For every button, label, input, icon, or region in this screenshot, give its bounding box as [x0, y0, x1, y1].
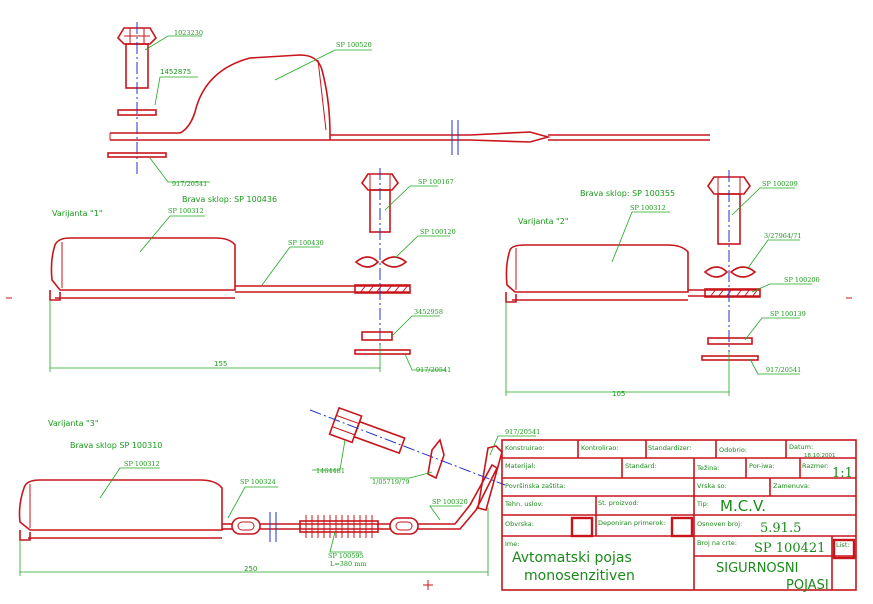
part-label-1452875: 1452875 [160, 68, 191, 76]
tb-osnoven-broj-label: Osnoven broj: [697, 520, 742, 528]
tb-odobrio-label: Odobrio: [719, 446, 747, 454]
part-label-sp100120: SP 100120 [420, 228, 456, 236]
tb-ime-line1: Avtomatski pojas [512, 550, 632, 566]
varijanta-3-heading: Varijanta "3" [48, 419, 99, 428]
tb-st-proizvod-label: St. proizvod: [598, 499, 639, 507]
part-label-917-20541-v1: 917/20541 [416, 366, 451, 374]
varijanta-1-heading: Varijanta "1" [52, 209, 103, 218]
part-label-1023230: 1023230 [174, 29, 203, 37]
dimension-250: 250 [244, 565, 257, 573]
top-assembly: 1023230 1452875 SP 100520 917/20541 [107, 22, 710, 188]
tb-standardizer-label: Standardizer: [648, 444, 692, 452]
part-label-917-20541-top: 917/20541 [172, 180, 207, 188]
part-label-917-20541-v3: 917/20541 [505, 428, 540, 436]
part-label-sp100139: SP 100139 [770, 310, 806, 318]
part-label-sp100312-a: SP 100312 [168, 207, 204, 215]
dimension-155: 155 [214, 360, 227, 368]
part-label-sp100520: SP 100520 [336, 41, 372, 49]
tb-standard-label: Standard: [625, 462, 657, 470]
tb-zamenuva-label: Zamenuva: [773, 482, 810, 490]
variant-1-assembly: Brava sklop: SP 100436 Varijanta "1" 155 [49, 168, 456, 374]
tb-por-iwa-label: Por-iwa: [749, 462, 775, 470]
part-label-1464481: 1464481 [316, 467, 345, 475]
tb-ime-line2: monosenzitiven [524, 568, 635, 584]
tb-tip-label: Tip: [696, 500, 709, 508]
part-label-3-27964-71: 3/27964/71 [764, 232, 801, 240]
part-label-length: L=380 mm [330, 560, 367, 568]
tb-vrska-so-label: Vrska so: [697, 482, 727, 490]
tb-razmer-value: 1:1 [832, 466, 853, 481]
tb-konstruirao-label: Konstruirao: [505, 444, 544, 452]
title-block: Konstruirao: Kontrolirao: Standardizer: … [501, 439, 857, 593]
part-label-1-05719-79: 1/05719/79 [372, 478, 409, 486]
tb-ime-label: Ime: [505, 540, 519, 548]
part-label-sp100167: SP 100167 [418, 178, 454, 186]
varijanta-2-heading: Varijanta "2" [518, 217, 569, 226]
part-label-sp100320: SP 100320 [432, 498, 468, 506]
tb-kontrolirao-label: Kontrolirao: [581, 444, 619, 452]
part-label-sp100312-b: SP 100312 [630, 204, 666, 212]
tb-razmer-label: Razmer: [802, 462, 829, 470]
tb-osnoven-broj-value: 5.91.5 [760, 521, 801, 536]
tb-datum-value: 18.10.2001 [804, 453, 836, 459]
variant-3-assembly: Varijanta "3" Brava sklop SP 100310 [18, 406, 540, 576]
brava-1-heading: Brava sklop: SP 100436 [182, 195, 277, 204]
tb-tehn-uslov-label: Tehn. uslov: [504, 500, 543, 508]
brava-3-heading: Brava sklop SP 100310 [70, 441, 162, 450]
tb-povrsinska-label: Površinska zaštita: [505, 482, 565, 490]
part-label-sp100430: SP 100430 [288, 239, 324, 247]
tb-datum-label: Datum: [789, 443, 813, 451]
part-label-sp100312-c: SP 100312 [124, 460, 160, 468]
brava-2-heading: Brava sklop: SP 100355 [580, 189, 675, 198]
part-label-sp100595: SP 100595 [328, 552, 364, 560]
tb-broj-value: SP 100421 [754, 541, 825, 556]
dimension-105: 105 [612, 390, 625, 398]
tb-tip-value: M.C.V. [720, 497, 766, 515]
tb-broj-na-crte-label: Broj na crte: [697, 539, 737, 547]
tb-deponiran-label: Deponiran primerok: [598, 519, 665, 527]
tb-list-label: List: [836, 541, 850, 549]
tb-materijal-label: Materijal: [505, 462, 535, 470]
part-label-sp100200: SP 100200 [784, 276, 820, 284]
variant-2-assembly: Brava sklop: SP 100355 Varijanta "2" 105 [505, 170, 820, 398]
part-label-sp100324: SP 100324 [240, 478, 276, 486]
part-label-sp100209: SP 100209 [762, 180, 798, 188]
tb-tezina-label: Težina: [696, 464, 719, 472]
tb-name-line1: SIGURNOSNI [716, 561, 798, 576]
tb-name-line2: POJASI [786, 578, 829, 593]
tb-obvrska-label: Obvrska: [505, 520, 534, 528]
part-label-917-20541-v2: 917/20541 [766, 366, 801, 374]
part-label-3452958: 3452958 [414, 308, 443, 316]
